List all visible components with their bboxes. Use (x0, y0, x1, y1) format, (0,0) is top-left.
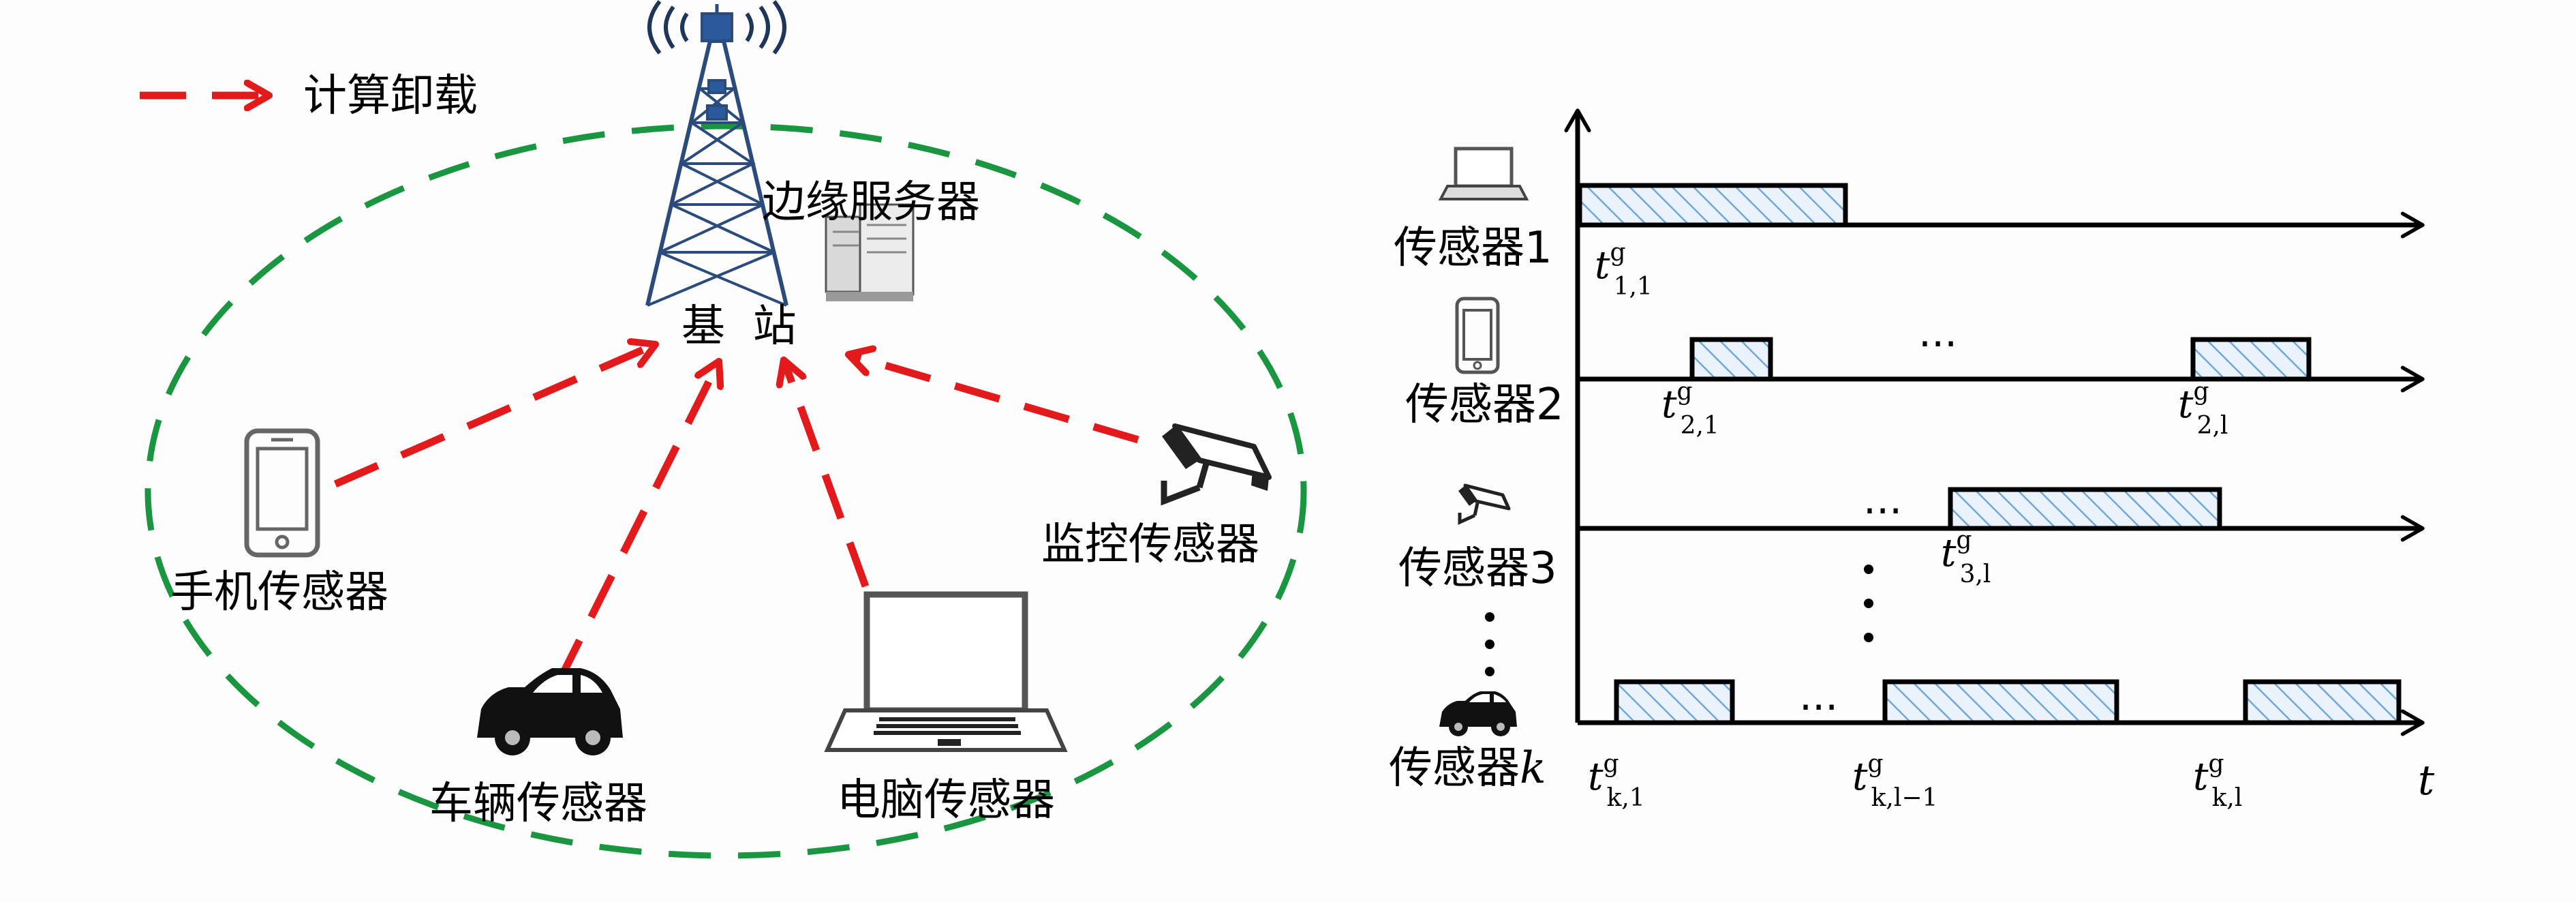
ellipses: ··· ··· ··· (1485, 320, 1957, 732)
task-block (1577, 183, 1848, 228)
laptop-icon (1438, 147, 1529, 200)
device-label-car: 车辆传感器 (429, 779, 647, 829)
server-icon (825, 203, 915, 301)
camera-icon (1161, 423, 1272, 506)
offload-arrows (333, 344, 1139, 684)
offload-arrow-car (555, 361, 719, 684)
camera-icon (1458, 483, 1511, 525)
ellipsis: ··· (1863, 487, 1902, 535)
row-label-sensor-3: 传感器3 (1398, 543, 1557, 594)
task-block (1948, 487, 2222, 531)
task-block (1689, 337, 1773, 382)
laptop-icon (824, 591, 1068, 752)
edge-server-label: 边缘服务器 (762, 177, 980, 228)
task-block (2190, 337, 2312, 382)
timeline-diagram: ··· ··· ··· (1389, 108, 2435, 812)
row-label-sensor-1: 传感器1 (1394, 223, 1552, 273)
network-diagram: 计算卸载 边缘服务器 基 站 (140, 0, 1307, 859)
device-label-camera: 监控传感器 (1041, 520, 1259, 570)
legend-label: 计算卸载 (303, 71, 478, 121)
device-label-laptop: 电脑传感器 (837, 775, 1055, 826)
base-station-label: 基 站 (681, 301, 797, 352)
task-block (1882, 679, 2119, 725)
offload-arrow-phone (333, 344, 656, 488)
row-label-sensor-2: 传感器2 (1405, 380, 1564, 430)
task-block (1614, 679, 1735, 725)
phone-icon (244, 428, 320, 558)
ellipsis: ··· (1799, 684, 1838, 732)
phone-icon (1455, 297, 1500, 374)
ellipsis: ··· (1918, 320, 1957, 368)
tower-icon (645, 0, 788, 307)
car-icon (477, 668, 623, 755)
row-label-sensor-k: 传感器k (1389, 743, 1546, 794)
car-icon (1439, 691, 1517, 736)
task-blocks (1577, 183, 2402, 725)
task-block (2243, 679, 2402, 725)
offload-arrow-laptop (784, 360, 870, 588)
offload-arrow-camera (848, 355, 1139, 444)
row-axes (1578, 211, 2425, 736)
device-label-phone: 手机传感器 (170, 567, 388, 618)
time-axis-label: t (2418, 757, 2435, 805)
coverage-ellipse (144, 123, 1307, 859)
legend: 计算卸载 (140, 71, 478, 121)
